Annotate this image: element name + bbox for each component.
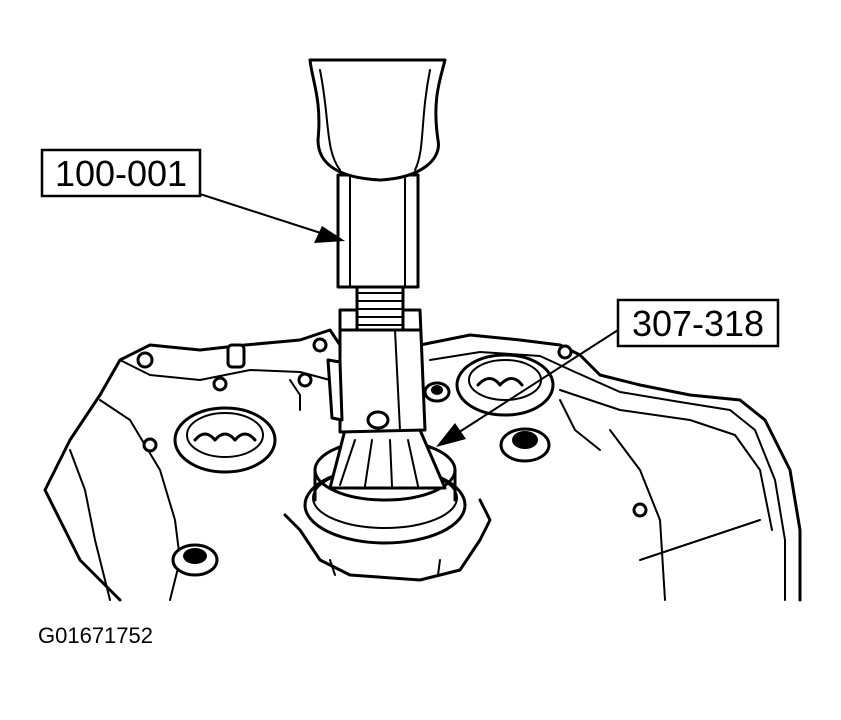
- callout-307-318: 307-318: [436, 298, 780, 447]
- seal-remover-tool: [326, 308, 447, 490]
- leader-line-307-318: [449, 329, 619, 439]
- arrowhead-100-001: [314, 226, 345, 243]
- callout-label-100-001: 100-001: [55, 153, 187, 194]
- callout-box-100-001: [40, 148, 202, 198]
- callout-100-001: 100-001: [40, 148, 345, 243]
- slide-hammer: [308, 58, 447, 289]
- left-splined-bore: [173, 406, 277, 474]
- callout-label-307-318: 307-318: [632, 303, 764, 344]
- transmission-case: [43, 328, 802, 602]
- leader-line-100-001: [199, 193, 331, 237]
- right-splined-bore: [455, 353, 555, 417]
- arrowhead-307-318: [436, 423, 466, 447]
- figure-id-caption: G01671752: [38, 623, 153, 648]
- callout-box-307-318: [616, 298, 780, 348]
- threaded-adapter: [355, 283, 405, 332]
